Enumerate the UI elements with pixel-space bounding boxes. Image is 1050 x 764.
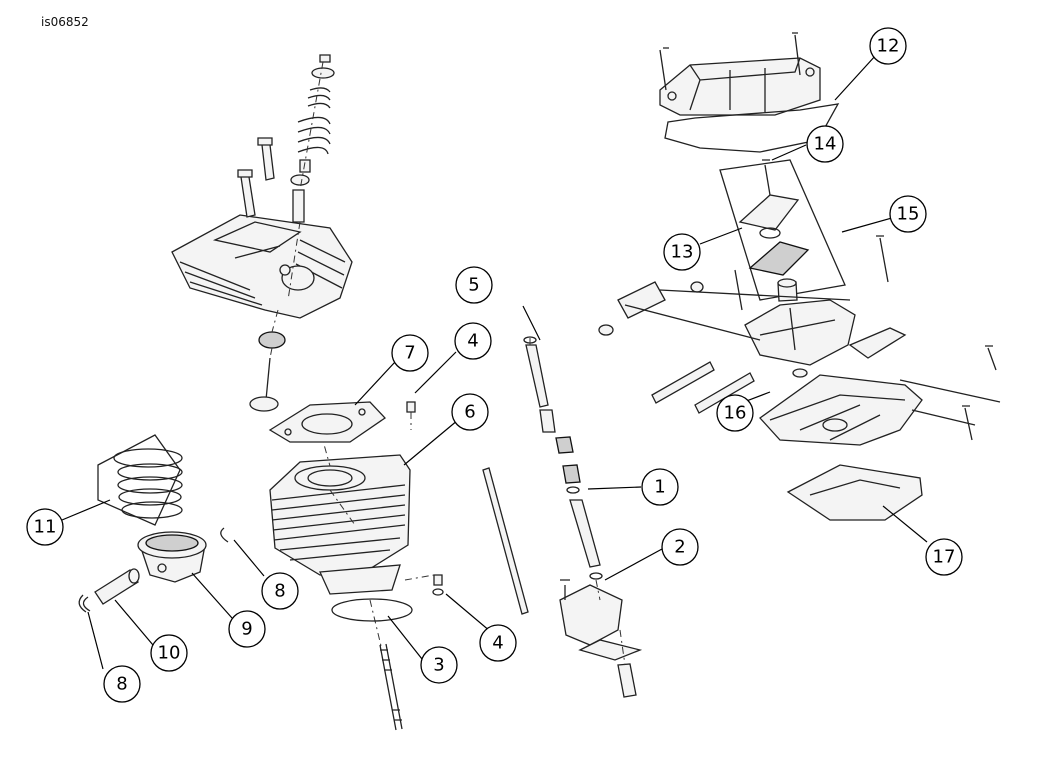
rocker-support bbox=[598, 281, 907, 414]
figure-id: is06852 bbox=[41, 15, 89, 29]
svg-text:17: 17 bbox=[933, 547, 956, 568]
svg-text:6: 6 bbox=[464, 402, 475, 423]
callout-9: 9 bbox=[228, 610, 266, 648]
svg-text:4: 4 bbox=[467, 331, 478, 352]
svg-text:12: 12 bbox=[877, 36, 900, 57]
svg-text:9: 9 bbox=[241, 619, 252, 640]
callout-4-lower: 4 bbox=[479, 624, 517, 662]
callout-1: 1 bbox=[641, 468, 679, 506]
callout-7: 7 bbox=[391, 334, 429, 372]
svg-text:10: 10 bbox=[158, 643, 181, 664]
callout-13: 13 bbox=[663, 233, 701, 271]
piston bbox=[137, 531, 207, 583]
callout-3: 3 bbox=[420, 646, 458, 684]
svg-text:8: 8 bbox=[274, 581, 285, 602]
piston-rings bbox=[97, 434, 183, 526]
callout-8-right: 8 bbox=[261, 572, 299, 610]
callout-6: 6 bbox=[451, 393, 489, 431]
valve-train-top bbox=[237, 54, 335, 301]
lower-gasket bbox=[786, 464, 923, 521]
base-o-ring bbox=[331, 598, 413, 622]
cylinder bbox=[269, 429, 411, 651]
svg-text:16: 16 bbox=[724, 403, 747, 424]
callout-5: 5 bbox=[455, 266, 493, 304]
lower-gasket-detail bbox=[809, 479, 901, 496]
cylinder-stud bbox=[379, 643, 403, 731]
valve bbox=[249, 309, 286, 412]
head-gasket bbox=[268, 401, 386, 443]
callout-11: 11 bbox=[26, 508, 64, 546]
callout-8-left: 8 bbox=[103, 665, 141, 703]
svg-text:1: 1 bbox=[654, 477, 665, 498]
callout-15: 15 bbox=[889, 195, 927, 233]
piston-pin-end bbox=[128, 568, 140, 584]
callout-12: 12 bbox=[869, 27, 907, 65]
pushrod bbox=[482, 467, 529, 615]
rocker-housing bbox=[759, 345, 1001, 446]
circlip-left bbox=[78, 594, 91, 613]
dowel-pins bbox=[404, 401, 444, 596]
svg-text:15: 15 bbox=[897, 204, 920, 225]
circlip-right bbox=[220, 527, 229, 543]
callout-16: 16 bbox=[716, 394, 754, 432]
piston-pin bbox=[94, 569, 139, 605]
svg-text:5: 5 bbox=[468, 275, 479, 296]
svg-text:3: 3 bbox=[433, 655, 444, 676]
breather-assembly bbox=[719, 159, 889, 311]
svg-text:13: 13 bbox=[671, 242, 694, 263]
callout-2: 2 bbox=[661, 528, 699, 566]
svg-text:11: 11 bbox=[34, 517, 57, 538]
callout-4-upper: 4 bbox=[454, 322, 492, 360]
rocker-cover bbox=[659, 32, 821, 116]
callout-17: 17 bbox=[925, 538, 963, 576]
svg-text:7: 7 bbox=[404, 343, 415, 364]
svg-text:14: 14 bbox=[814, 134, 837, 155]
callout-14: 14 bbox=[806, 125, 844, 163]
cylinder-head bbox=[171, 214, 353, 319]
tappet-assembly bbox=[523, 335, 643, 698]
svg-text:8: 8 bbox=[116, 674, 127, 695]
leader-lines bbox=[61, 54, 928, 670]
svg-text:4: 4 bbox=[492, 633, 503, 654]
callout-10: 10 bbox=[150, 634, 188, 672]
svg-text:2: 2 bbox=[674, 537, 685, 558]
